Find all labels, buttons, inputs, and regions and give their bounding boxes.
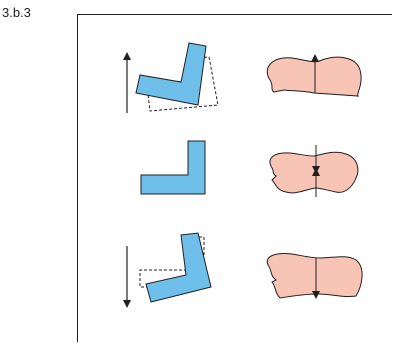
bracket-tilted-down	[145, 232, 212, 303]
organ-shape-top	[266, 56, 362, 97]
figure-label: 3.b.3	[2, 5, 31, 20]
organ-shape-middle	[269, 151, 359, 194]
panel-middle	[140, 140, 359, 197]
organ-shape-bottom	[266, 253, 363, 299]
bracket-neutral	[140, 140, 206, 195]
panel-bottom	[123, 232, 363, 308]
panel-top	[123, 42, 362, 113]
bracket-tilted-up	[135, 42, 207, 106]
